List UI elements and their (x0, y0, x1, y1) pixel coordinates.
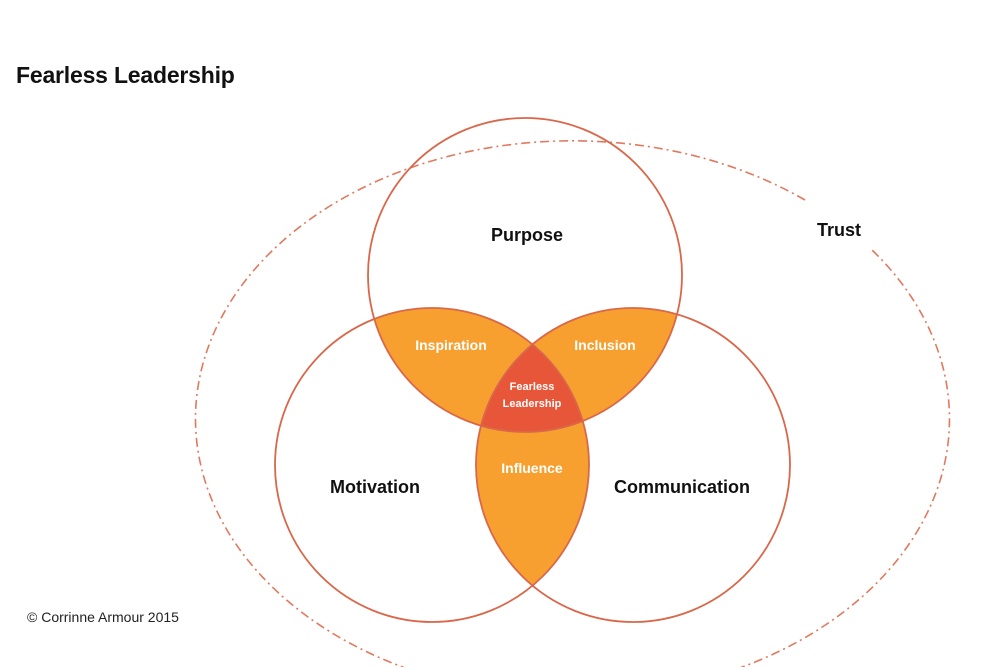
page-title: Fearless Leadership (16, 62, 235, 88)
purpose-label: Purpose (491, 225, 563, 245)
trust-boundary (194, 140, 951, 667)
communication-label: Communication (614, 477, 750, 497)
copyright-notice: © Corrinne Armour 2015 (27, 609, 179, 625)
inspiration-label: Inspiration (415, 337, 487, 353)
center-label-line1: Fearless (510, 381, 555, 393)
circle-motivation (274, 307, 590, 623)
inclusion-label: Inclusion (574, 337, 635, 353)
motivation-label: Motivation (330, 477, 420, 497)
overlap-center-area (476, 308, 589, 432)
trust-label: Trust (817, 220, 861, 240)
circle-communication (475, 307, 791, 623)
influence-label: Influence (501, 460, 563, 476)
circle-purpose (367, 117, 683, 433)
center-label-line2: Leadership (503, 398, 562, 410)
